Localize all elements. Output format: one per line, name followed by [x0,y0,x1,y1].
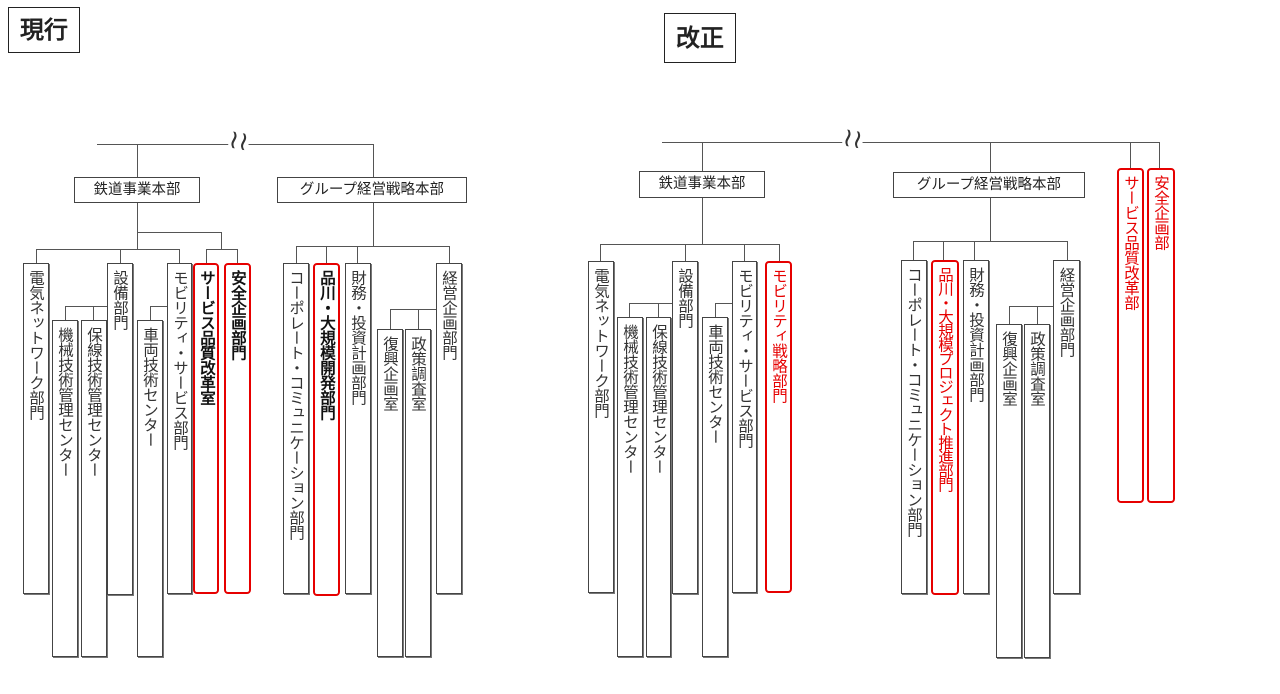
dept-finance-investment: 財務・投資計画部門 [345,263,371,594]
office-reconstruction-planning: 復興企画室 [377,329,403,657]
connector-line [702,198,703,244]
connector-line [943,241,944,260]
connector-line [137,144,138,177]
revised-panel-label: 改正 [664,13,736,63]
connector-line [137,232,221,233]
division-group-strategy: グループ経営戦略本部 [277,177,467,203]
connector-line [221,232,222,249]
dept-corporate-planning: 経営企画部門 [1053,260,1080,594]
connector-line [237,249,238,263]
connector-line [913,241,914,260]
office-policy-research: 政策調査室 [1024,324,1050,658]
division-railway-operations: 鉄道事業本部 [74,177,200,203]
connector-line [600,244,780,245]
connector-line [296,246,297,263]
connector-line [600,244,601,261]
omission-mark-icon: ≀≀ [840,122,865,156]
connector-line [990,198,991,241]
dept-shinagawa-large-development: 品川・大規模開発部門 [313,263,340,596]
connector-line [1067,241,1068,260]
connector-line [120,249,121,263]
dept-corporate-communication: コーポレート・コミュニケーション部門 [901,260,927,594]
connector-line [373,203,374,246]
connector-line [36,249,37,263]
connector-line [744,244,745,261]
division-group-strategy: グループ経営戦略本部 [893,172,1085,198]
dept-facilities: 設備部門 [672,261,698,594]
connector-line [326,246,327,263]
connector-line [65,306,107,307]
connector-line [658,303,659,317]
dept-electrical-network: 電気ネットワーク部門 [23,263,49,594]
center-rolling-stock-tech: 車両技術センター [702,317,728,657]
connector-line [1130,142,1131,168]
dept-finance-investment: 財務・投資計画部門 [963,260,989,594]
connector-line [373,144,374,177]
connector-line [990,142,991,172]
dept-service-quality-reform: サービス品質改革部 [1117,168,1144,503]
current-panel-label: 現行 [8,7,80,53]
center-track-tech: 保線技術管理センター [81,320,107,657]
connector-line [150,306,151,320]
connector-line [296,246,449,247]
connector-line [1009,306,1053,307]
center-machinery-tech: 機械技術管理センター [617,317,643,657]
omission-mark-icon: ≀≀ [226,124,251,158]
connector-line [685,244,686,261]
dept-safety-planning: 安全企画部 [1147,168,1175,503]
dept-mobility-service: モビリティ・サービス部門 [167,263,192,594]
center-rolling-stock-tech: 車両技術センター [137,320,163,657]
dept-mobility-service: モビリティ・サービス部門 [732,261,757,593]
center-machinery-tech: 機械技術管理センター [52,320,78,657]
connector-line [662,142,1159,143]
dept-shinagawa-large-project: 品川・大規模プロジェクト推進部門 [931,260,959,595]
dept-electrical-network: 電気ネットワーク部門 [588,261,614,593]
connector-line [629,303,672,304]
connector-line [206,249,207,263]
connector-line [702,142,703,171]
connector-line [913,241,1067,242]
dept-corporate-planning: 経営企画部門 [436,263,462,594]
connector-line [150,306,167,307]
division-railway-operations: 鉄道事業本部 [639,171,765,198]
dept-mobility-strategy: モビリティ戦略部門 [765,261,792,593]
office-service-quality-reform: サービス品質改革室 [193,263,219,594]
connector-line [715,303,716,317]
connector-line [93,306,94,320]
dept-corporate-communication: コーポレート・コミュニケーション部門 [283,263,309,594]
connector-line [137,232,138,249]
office-reconstruction-planning: 復興企画室 [996,324,1022,658]
connector-line [418,309,419,329]
connector-line [1009,306,1010,324]
connector-line [65,306,66,320]
center-track-tech: 保線技術管理センター [646,317,671,657]
connector-line [629,303,630,317]
connector-line [974,241,975,260]
connector-line [390,309,436,310]
dept-facilities: 設備部門 [107,263,133,595]
connector-line [1037,306,1038,324]
connector-line [36,249,179,250]
office-policy-research: 政策調査室 [405,329,431,657]
connector-line [137,203,138,232]
connector-line [715,303,732,304]
connector-line [1159,142,1160,168]
connector-line [449,246,450,263]
connector-line [779,244,780,261]
connector-line [357,246,358,263]
connector-line [179,249,180,263]
connector-line [206,249,237,250]
connector-line [390,309,391,329]
dept-safety-planning: 安全企画部門 [224,263,251,594]
